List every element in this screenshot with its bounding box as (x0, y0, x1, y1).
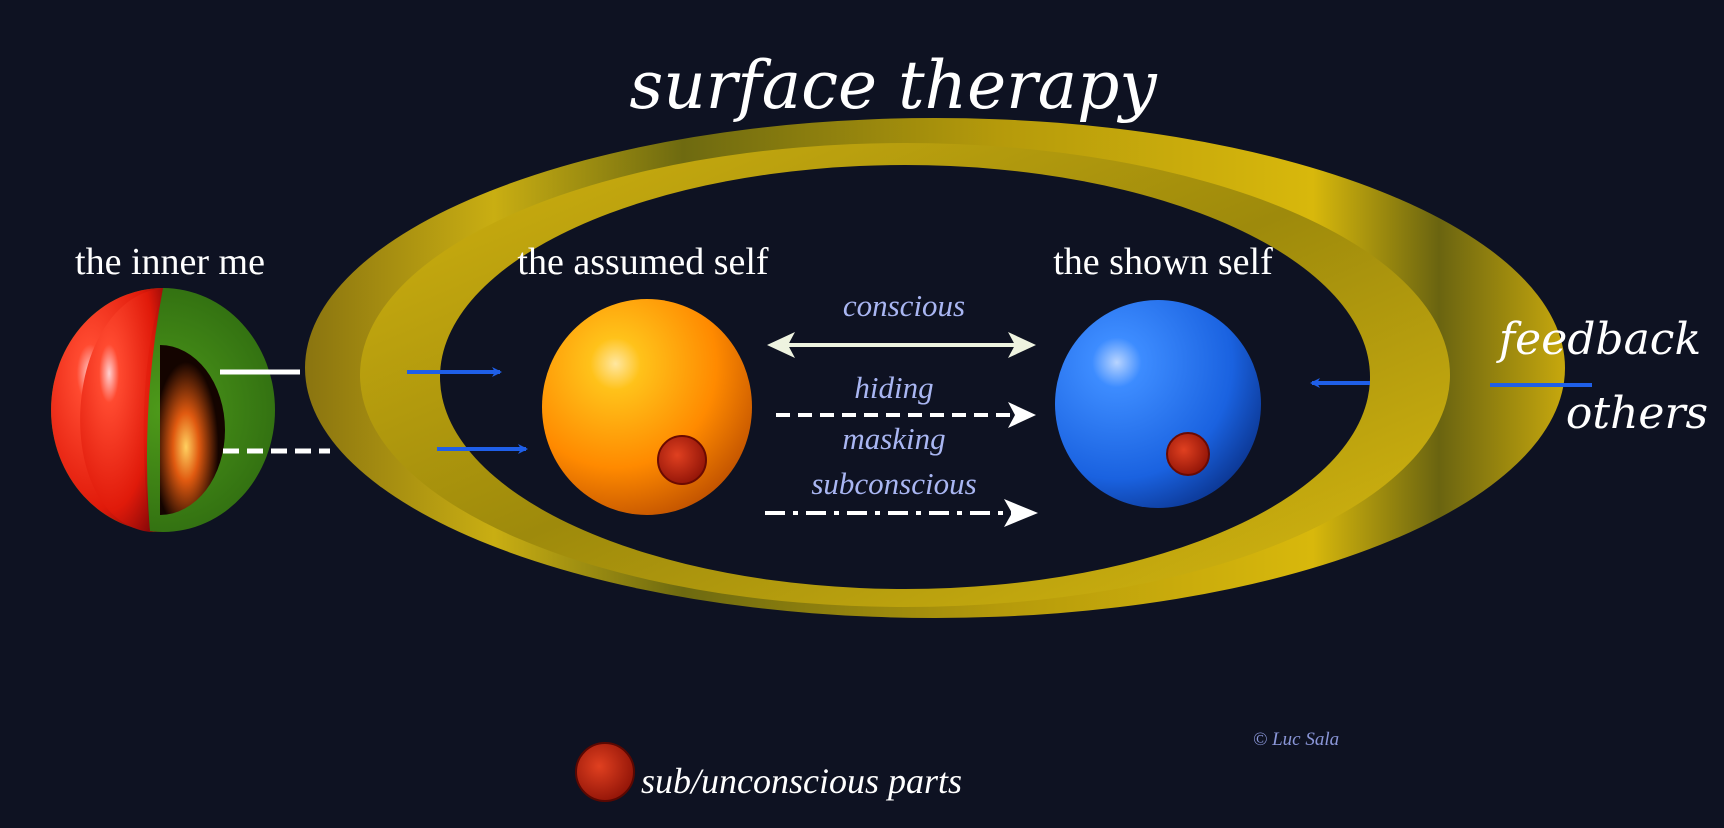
sub-part-icon (657, 435, 707, 485)
sub-part-icon (575, 742, 635, 802)
label-inner-me: the inner me (75, 241, 265, 283)
feedback-label: feedback (1496, 314, 1701, 365)
hiding-dashed-arrow (776, 402, 1036, 428)
diagram-title: surface therapy (629, 47, 1157, 124)
surface-ring (305, 118, 1565, 618)
shown-self-sphere (1055, 300, 1261, 508)
flow-masking-label: masking (842, 421, 945, 456)
flow-subconscious-label: subconscious (811, 466, 976, 501)
assumed-self-sphere (542, 299, 752, 515)
sub-part-icon (1166, 432, 1210, 476)
legend: sub/unconscious parts (575, 742, 962, 802)
label-assumed-self: the assumed self (517, 241, 769, 283)
conscious-double-arrow (767, 332, 1036, 358)
credit-text: © Luc Sala (1253, 729, 1339, 750)
fire-icon (160, 345, 225, 515)
flow-hiding-label: hiding (854, 370, 933, 405)
subconscious-dashdot-arrow (765, 499, 1038, 527)
others-label: others (1566, 388, 1708, 439)
inner-me-sphere (51, 288, 275, 532)
legend-sub-parts-label: sub/unconscious parts (641, 761, 962, 801)
flow-conscious-label: conscious (843, 288, 965, 323)
label-shown-self: the shown self (1053, 241, 1273, 283)
